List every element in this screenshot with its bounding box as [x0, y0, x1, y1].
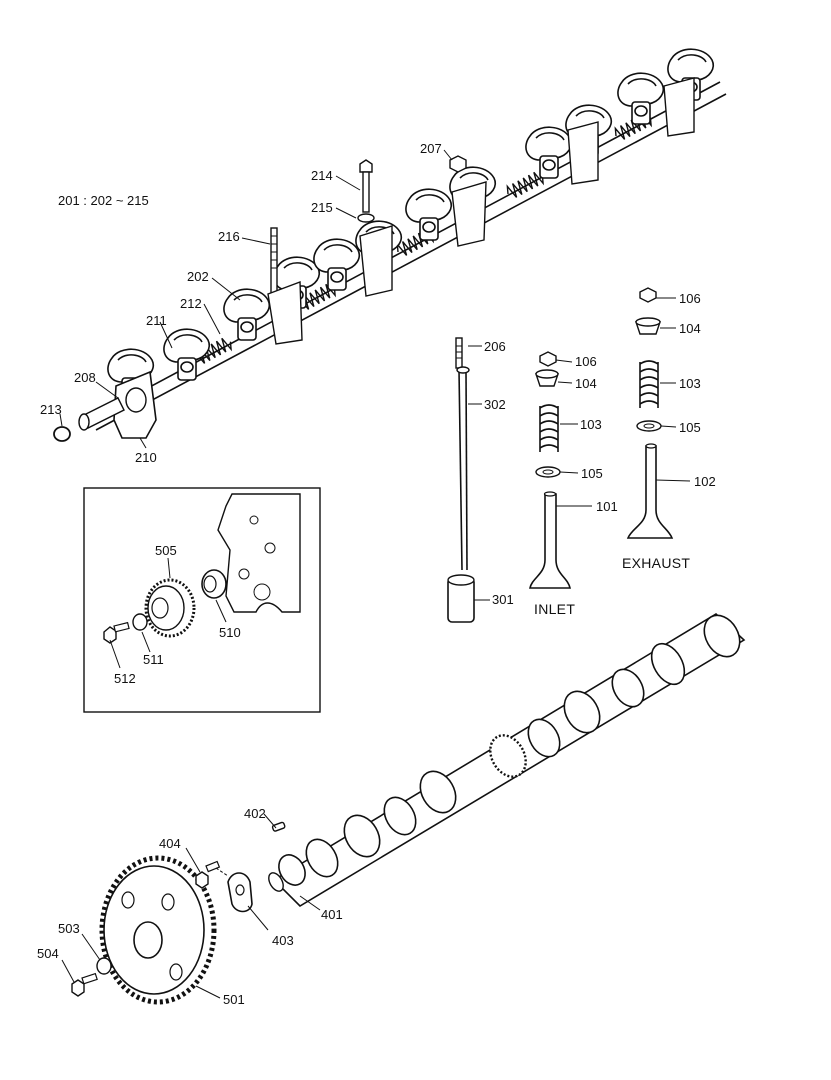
callout-202: 202: [187, 269, 209, 284]
inlet-valve-group: [529, 351, 571, 589]
callout-105-exhaust: 105: [679, 420, 701, 435]
caption-inlet: INLET: [534, 601, 576, 617]
callout-214: 214: [311, 168, 333, 183]
leader-lines: [59, 149, 691, 999]
callout-503: 503: [58, 921, 80, 936]
callout-103-inlet: 103: [580, 417, 602, 432]
callout-103-exhaust: 103: [679, 376, 701, 391]
callout-106-exhaust: 106: [679, 291, 701, 306]
callout-106-inlet: 106: [575, 354, 597, 369]
callout-402: 402: [244, 806, 266, 821]
callout-213: 213: [40, 402, 62, 417]
camshaft-gear-assembly: [71, 855, 253, 1005]
callout-104-inlet: 104: [575, 376, 597, 391]
caption-exhaust: EXHAUST: [622, 555, 691, 571]
idler-gear-inset: [83, 487, 321, 713]
callout-104-exhaust: 104: [679, 321, 701, 336]
callout-215: 215: [311, 200, 333, 215]
callout-404: 404: [159, 836, 181, 851]
callout-210: 210: [135, 450, 157, 465]
callout-403: 403: [272, 933, 294, 948]
callout-207: 207: [420, 141, 442, 156]
rocker-shaft-assembly: [53, 48, 727, 442]
callout-216: 216: [218, 229, 240, 244]
group-note: 201 : 202 ~ 215: [58, 193, 149, 208]
exhaust-valve-group: [626, 287, 674, 539]
callout-512: 512: [114, 671, 136, 686]
callout-511: 511: [143, 652, 164, 667]
callout-105-inlet: 105: [581, 466, 603, 481]
callout-510: 510: [219, 625, 241, 640]
callout-212: 212: [180, 296, 202, 311]
callout-504: 504: [37, 946, 59, 961]
push-rod-and-tappet: [447, 337, 475, 623]
callout-302: 302: [484, 397, 506, 412]
callout-301: 301: [492, 592, 514, 607]
callout-401: 401: [321, 907, 343, 922]
callout-206: 206: [484, 339, 506, 354]
callout-505: 505: [155, 543, 177, 558]
callout-102: 102: [694, 474, 716, 489]
callout-501: 501: [223, 992, 245, 1007]
callout-101: 101: [596, 499, 618, 514]
camshaft: [268, 613, 746, 908]
callout-211: 211: [146, 313, 167, 328]
callout-208: 208: [74, 370, 96, 385]
